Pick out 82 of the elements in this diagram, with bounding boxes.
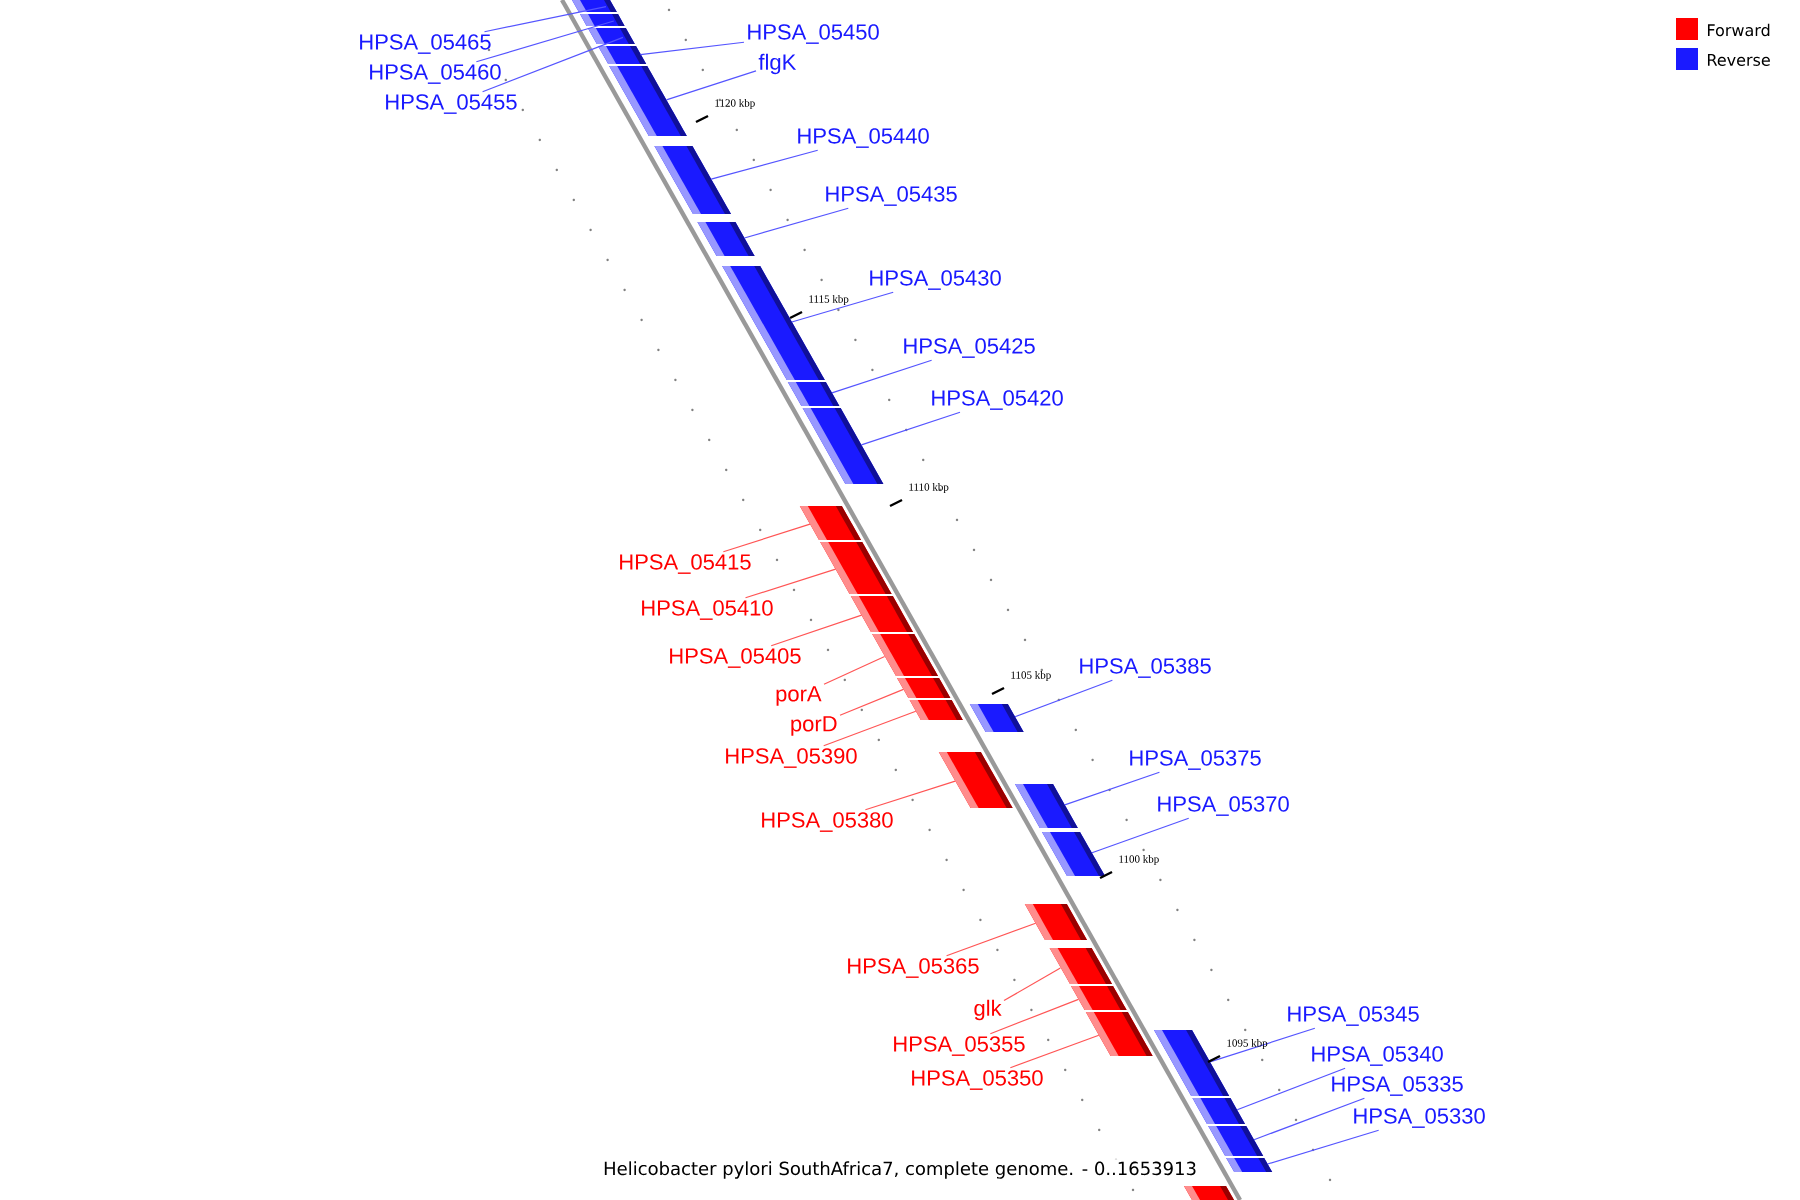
- gene-block: [572, 0, 617, 12]
- gene-label: HPSA_05435: [826, 186, 957, 206]
- gene-label: HPSA_05410: [642, 600, 773, 620]
- gene-label: HPSA_05390: [726, 748, 857, 768]
- gene-label: HPSA_05415: [620, 554, 751, 574]
- gene-block: [938, 752, 1013, 808]
- gene-label: HPSA_05335: [1332, 1076, 1463, 1096]
- leader-line: [839, 688, 904, 716]
- gene-label: porD: [791, 716, 837, 736]
- gene-label: HPSA_05375: [1130, 750, 1261, 770]
- gene-label: HPSA_05355: [894, 1036, 1025, 1056]
- gene-label: flgK: [758, 53, 797, 75]
- leader-line: [945, 922, 1037, 957]
- gene-block: [1042, 832, 1105, 876]
- leader-line: [743, 207, 849, 239]
- gene-block: [787, 382, 840, 406]
- leader-line: [1236, 1067, 1346, 1111]
- leader-line: [475, 20, 615, 63]
- leader-line: [1064, 771, 1161, 806]
- gene-block: [697, 222, 755, 256]
- gene-block: [1192, 1098, 1245, 1124]
- gene-block: [1015, 784, 1078, 828]
- gene-label: HPSA_05345: [1288, 1006, 1419, 1026]
- legend-label: Forward: [1708, 23, 1770, 37]
- leader-line: [1267, 1129, 1380, 1165]
- gene-block: [897, 678, 951, 698]
- gene-block: [580, 14, 625, 26]
- gene-label: HPSA_05365: [848, 958, 979, 978]
- gene-block: [587, 28, 635, 44]
- gene-block: [1049, 948, 1112, 984]
- leader-line: [483, 6, 607, 33]
- gene-block: [1071, 986, 1127, 1010]
- gene-label: HPSA_05330: [1354, 1108, 1485, 1128]
- leader-line: [710, 149, 819, 180]
- gene-block: [909, 700, 963, 720]
- gene-block: [1024, 904, 1087, 940]
- leader-line: [722, 523, 811, 553]
- gene-block: [969, 704, 1024, 732]
- leader-line: [831, 359, 933, 394]
- leader-line: [989, 998, 1079, 1035]
- legend-label: Reverse: [1708, 54, 1770, 66]
- leader-line: [1003, 967, 1061, 1002]
- gene-label: HPSA_05380: [762, 812, 893, 832]
- gene-block: [850, 596, 913, 632]
- gene-label: glk: [974, 999, 1002, 1021]
- leader-line: [770, 614, 863, 647]
- gene-label: HPSA_05420: [932, 390, 1063, 410]
- gene-label: HPSA_05455: [386, 94, 517, 114]
- gene-label: HPSA_05340: [1312, 1046, 1443, 1066]
- gene-block: [1226, 1158, 1273, 1172]
- gene-label: HPSA_05450: [748, 24, 879, 44]
- gene-label: HPSA_05350: [912, 1070, 1043, 1090]
- gene-block: [1184, 1186, 1234, 1200]
- leader-line: [823, 710, 917, 747]
- leader-line: [639, 41, 745, 56]
- leader-line: [1014, 679, 1113, 718]
- gene-label: HPSA_05385: [1080, 658, 1211, 678]
- gene-label: HPSA_05405: [670, 648, 801, 668]
- gene-label: porA: [776, 686, 822, 706]
- gene-block: [722, 266, 825, 380]
- leader-line: [481, 36, 624, 93]
- gene-label: HPSA_05425: [904, 338, 1035, 358]
- gene-label: HPSA_05440: [798, 128, 929, 148]
- leader-line: [1253, 1097, 1365, 1141]
- leader-line: [1209, 1027, 1316, 1063]
- leader-line: [823, 655, 886, 685]
- gene-label: HPSA_05370: [1158, 796, 1289, 816]
- leader-line: [1091, 817, 1190, 854]
- caption: Helicobacter pylori SouthAfrica7, complete genome. - 0..1653913: [601, 1159, 1199, 1181]
- gene-label: HPSA_05430: [870, 270, 1001, 290]
- leader-line: [665, 70, 757, 101]
- gene-block: [654, 146, 731, 214]
- leader-line: [860, 411, 961, 446]
- leader-line: [1009, 1034, 1100, 1069]
- gene-label: HPSA_05460: [370, 64, 501, 84]
- leader-line: [864, 780, 956, 811]
- gene-block: [598, 46, 647, 64]
- gene-label: HPSA_05465: [360, 34, 491, 54]
- leader-line: [744, 568, 837, 599]
- leader-line: [791, 291, 894, 323]
- gene-block: [799, 506, 861, 540]
- gene-block: [820, 542, 892, 594]
